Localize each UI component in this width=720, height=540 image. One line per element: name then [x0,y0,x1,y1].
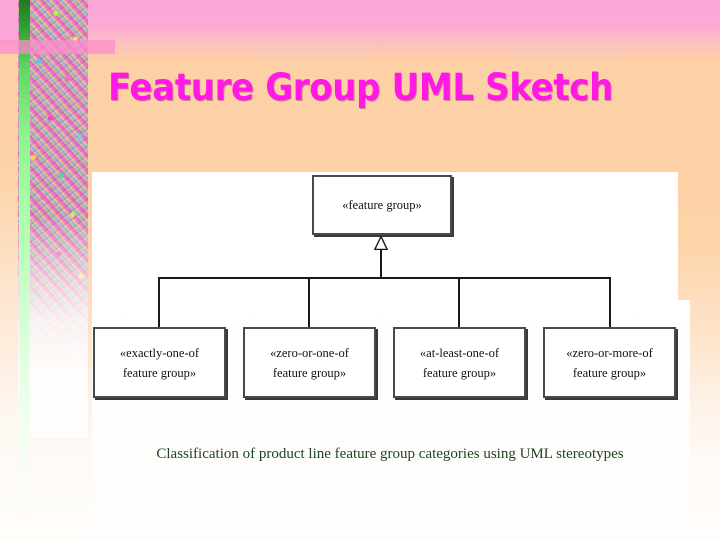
uml-box-label-line1: «exactly-one-of [119,345,200,360]
uml-box-label-line1: «at-least-one-of [419,345,500,360]
uml-box-label-line2: feature group» [422,365,497,380]
connector-drop-3 [609,277,611,327]
generalization-stem [380,249,382,278]
page-title: Feature Group UML Sketch [108,66,613,109]
uml-box-feature-group[interactable]: «feature group» [312,175,452,235]
uml-box-zero-or-one-of[interactable]: «zero-or-one-of feature group» [243,327,376,398]
green-gradient-bar [19,0,30,520]
connector-drop-0 [158,277,160,327]
uml-box-zero-or-more-of[interactable]: «zero-or-more-of feature group» [543,327,676,398]
connector-drop-2 [458,277,460,327]
connector-drop-1 [308,277,310,327]
uml-box-at-least-one-of[interactable]: «at-least-one-of feature group» [393,327,526,398]
uml-box-exactly-one-of[interactable]: «exactly-one-of feature group» [93,327,226,398]
left-margin-fill [0,54,18,438]
generalization-bus-line [158,277,611,279]
uml-box-label-line2: feature group» [122,365,197,380]
pink-band-stripe [0,40,115,54]
uml-box-label-line1: «zero-or-one-of [270,345,349,360]
uml-box-label-line1: «feature group» [342,198,422,212]
generalization-triangle-icon [374,236,388,250]
uml-box-label-line2: feature group» [272,365,347,380]
diagram-caption: Classification of product line feature g… [156,446,624,462]
left-margin-pink-top [0,0,18,42]
uml-box-label-line1: «zero-or-more-of [566,345,653,360]
uml-box-label-line2: feature group» [572,365,647,380]
